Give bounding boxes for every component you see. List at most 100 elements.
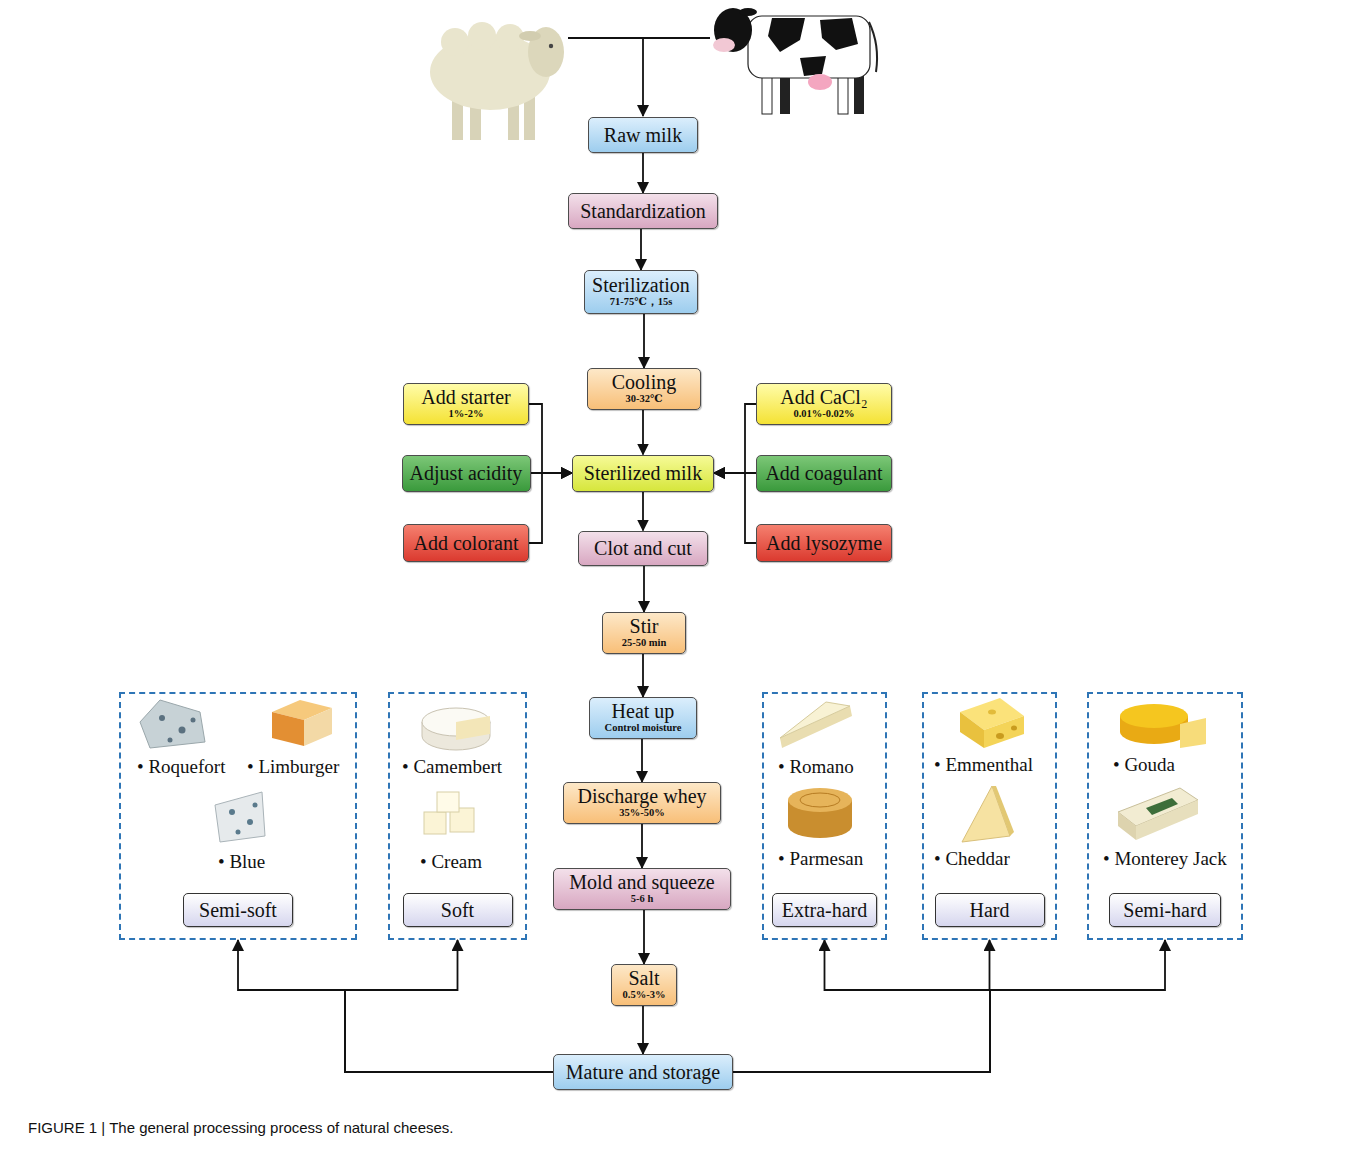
flow-arrow — [714, 404, 756, 473]
flow-arrow — [643, 910, 645, 964]
mold-vein — [253, 803, 258, 808]
cheese-name: • Parmesan — [778, 849, 863, 870]
cheese-group: • Camembert • CreamSoft — [388, 692, 527, 940]
flow-arrow — [640, 229, 642, 270]
cheese-hole — [988, 710, 996, 715]
cheese-name: • Cream — [420, 852, 482, 873]
flow-arrow — [345, 940, 553, 1072]
cream-cheese-icon — [424, 792, 474, 834]
flow-arrow — [238, 940, 553, 1072]
flow-arrow — [642, 153, 644, 193]
sheep-eye — [549, 44, 553, 48]
box-note: Control moisture — [605, 722, 682, 734]
source-line — [568, 37, 710, 39]
cheese-cube — [424, 812, 446, 834]
cheese-group: • Romano • ParmesanExtra-hard — [762, 692, 887, 940]
mold-vein — [168, 738, 173, 743]
process-box: Clot and cut — [578, 531, 708, 566]
box-label: Add lysozyme — [766, 533, 882, 554]
romano-icon — [780, 702, 852, 748]
category-box: Hard — [935, 893, 1045, 927]
figure-caption: FIGURE 1 | The general processing proces… — [28, 1119, 454, 1136]
cheese-name: • Limburger — [247, 757, 339, 778]
process-box: Raw milk — [588, 117, 698, 153]
category-box: Semi-hard — [1109, 893, 1221, 927]
flow-arrow — [642, 1006, 644, 1054]
flow-arrow — [529, 473, 572, 543]
flow-arrow — [643, 314, 645, 368]
cheese-side — [992, 786, 1014, 836]
box-label: Adjust acidity — [410, 463, 523, 484]
box-label: Add starter — [421, 387, 510, 408]
flow-arrow — [529, 404, 572, 473]
cheese-cut — [456, 716, 490, 740]
cheese-side — [272, 712, 304, 746]
cheese-group: • Gouda• Monterey JackSemi-hard — [1087, 692, 1243, 940]
flow-arrow — [642, 654, 644, 697]
category-box: Extra-hard — [772, 893, 877, 927]
roquefort-icon — [140, 700, 205, 748]
box-label: Soft — [441, 900, 474, 921]
flow-arrow — [641, 739, 643, 782]
additive-box: Add CaCl₂0.01%-0.02% — [756, 383, 892, 425]
sheep-wool — [468, 22, 496, 50]
mold-vein — [236, 830, 241, 835]
cheese-name: • Emmenthal — [934, 755, 1033, 776]
process-box: Cooling30-32℃ — [587, 368, 701, 410]
source-connector — [568, 38, 710, 116]
flow-arrow — [642, 410, 644, 455]
process-box: Stir25-50 min — [602, 612, 686, 654]
cheese-top — [1120, 704, 1188, 728]
monterey-jack-icon — [1118, 788, 1198, 840]
package-side — [1118, 812, 1136, 840]
flow-arrow — [714, 473, 756, 543]
cheese-name: • Camembert — [402, 757, 502, 778]
cow-muzzle — [713, 38, 735, 52]
flow-arrow — [733, 940, 990, 1072]
box-label: Heat up — [612, 701, 675, 722]
box-label: Mold and squeeze — [569, 872, 715, 893]
cheese-cut — [304, 708, 332, 746]
box-label: Standardization — [580, 201, 706, 222]
box-note: 0.01%-0.02% — [793, 408, 854, 420]
sheep-illustration — [430, 22, 564, 140]
cheese-name: • Roquefort — [137, 757, 225, 778]
process-box: Mold and squeeze5-6 h — [553, 868, 731, 910]
box-label: Cooling — [612, 372, 676, 393]
cow-body — [748, 16, 870, 78]
mold-vein — [179, 727, 186, 734]
cow-ear — [739, 8, 757, 16]
box-label: Extra-hard — [782, 900, 868, 921]
cheese-side — [984, 716, 1024, 748]
cheese-hole — [996, 733, 1004, 739]
box-note: 0.5%-3% — [623, 989, 666, 1001]
cheese-name: • Romano — [778, 757, 854, 778]
box-label: Semi-hard — [1123, 900, 1206, 921]
box-label: Add coagulant — [765, 463, 882, 484]
cheese-top — [780, 702, 850, 738]
box-label: Sterilization — [592, 275, 690, 296]
cow-udder — [808, 74, 832, 90]
category-box: Semi-soft — [183, 893, 293, 927]
additive-box: Add lysozyme — [756, 524, 892, 562]
process-box: Sterilized milk — [572, 455, 714, 492]
sheep-leg — [524, 96, 535, 140]
cheese-cube — [437, 792, 459, 812]
cheese-group: • Emmenthal• CheddarHard — [922, 692, 1057, 940]
box-label: Hard — [970, 900, 1010, 921]
parmesan-icon — [788, 788, 852, 838]
flow-arrow — [733, 940, 990, 1072]
additive-box: Add colorant — [403, 524, 529, 562]
process-box: Salt0.5%-3% — [611, 964, 677, 1006]
box-label: Clot and cut — [594, 538, 692, 559]
package-label — [1146, 798, 1178, 815]
cow-spot — [820, 18, 858, 50]
cow-illustration — [713, 8, 877, 114]
additive-box: Adjust acidity — [402, 455, 531, 492]
process-box: Heat upControl moisture — [589, 697, 697, 739]
limburger-icon — [272, 700, 332, 746]
cheese-top — [788, 788, 852, 812]
process-box: Discharge whey35%-50% — [563, 782, 721, 824]
cheese-name: • Blue — [218, 852, 265, 873]
cheese-piece — [140, 700, 205, 748]
